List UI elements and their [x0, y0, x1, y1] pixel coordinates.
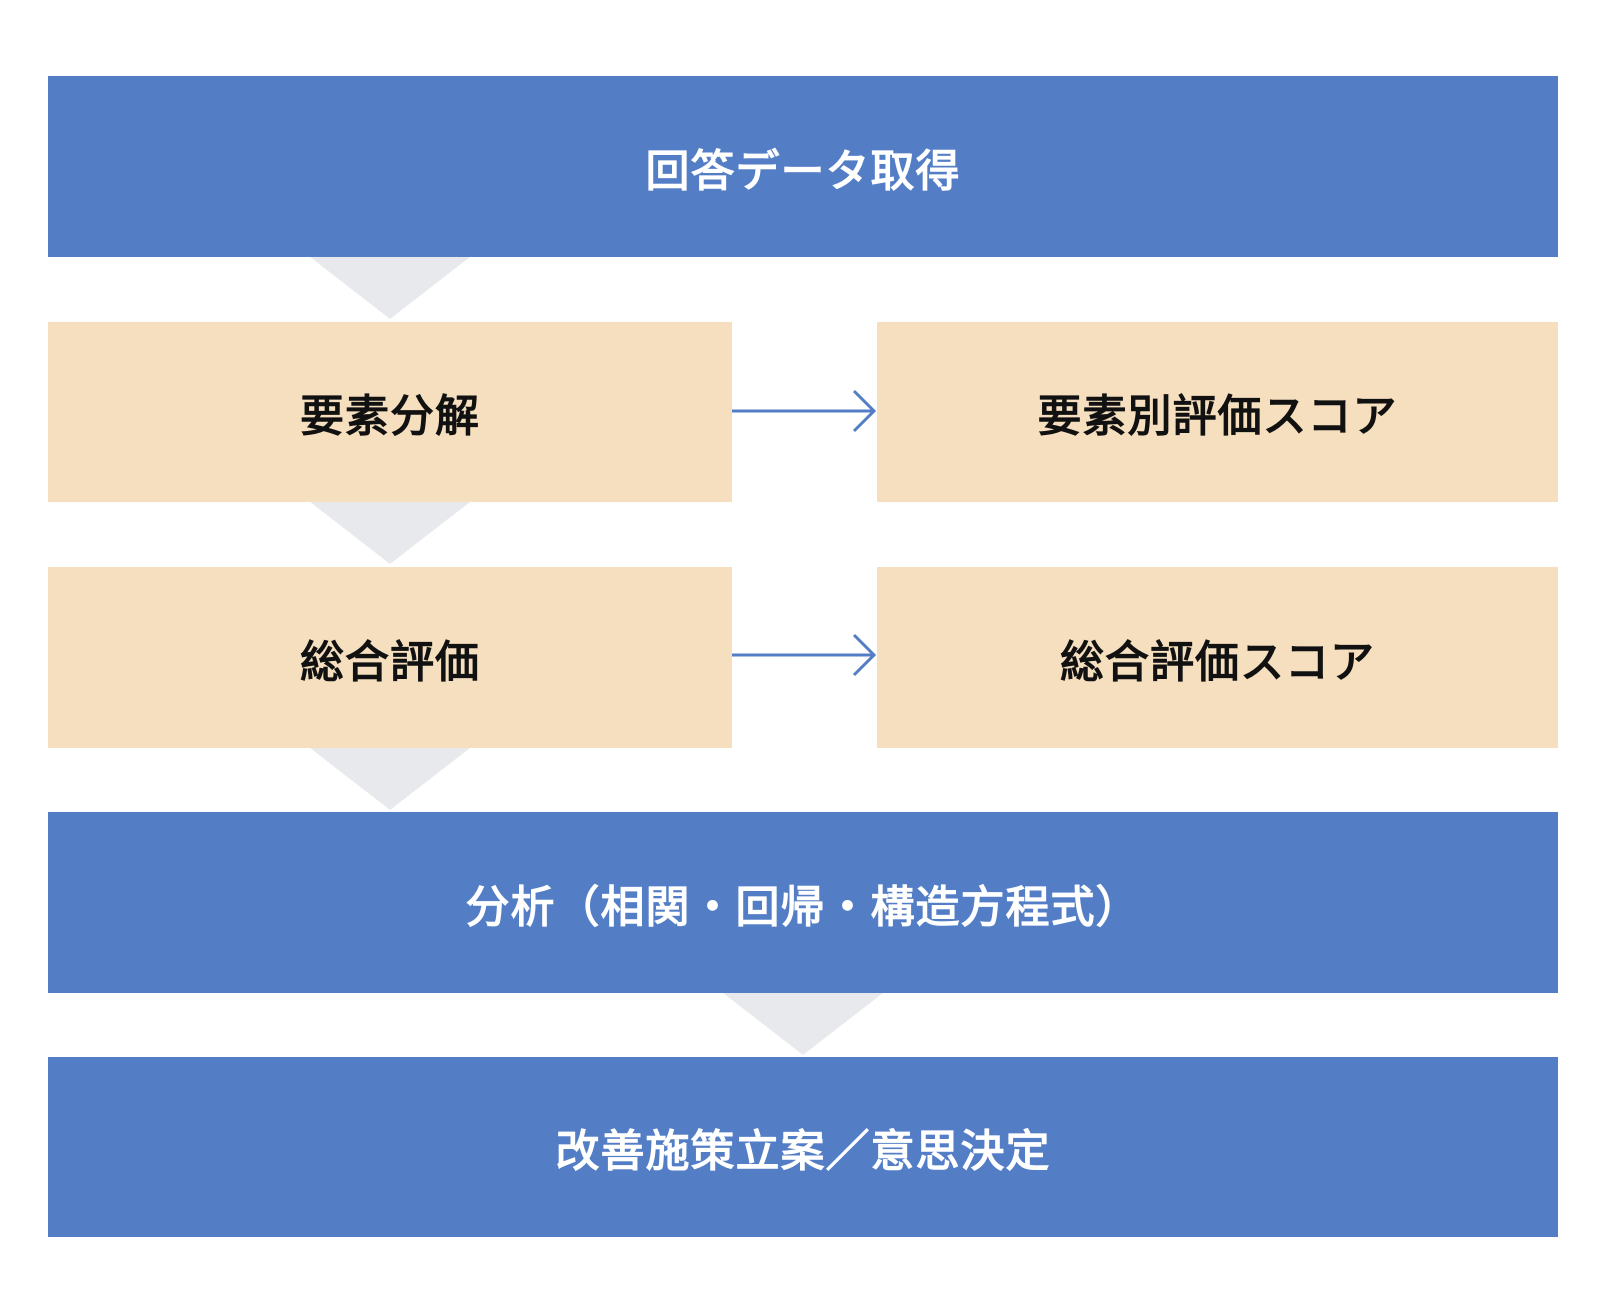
arrow-decomposition-to-scores — [732, 389, 877, 433]
node-data-acquisition-label: 回答データ取得 — [645, 145, 961, 197]
node-element-scores: 要素別評価スコア — [877, 322, 1558, 502]
flow-chevron-2 — [310, 502, 470, 564]
arrow-evaluation-to-score — [732, 633, 877, 677]
node-analysis-label: 分析（相関・回帰・構造方程式） — [465, 881, 1141, 933]
node-decision: 改善施策立案／意思決定 — [48, 1057, 1558, 1237]
flow-chevron-4 — [723, 993, 883, 1055]
node-element-scores-label: 要素別評価スコア — [1037, 391, 1398, 442]
node-data-acquisition: 回答データ取得 — [48, 76, 1558, 257]
node-overall-score: 総合評価スコア — [877, 567, 1558, 748]
node-overall-evaluation-label: 総合評価 — [300, 636, 480, 688]
node-analysis: 分析（相関・回帰・構造方程式） — [48, 812, 1558, 993]
node-overall-score-label: 総合評価スコア — [1060, 636, 1375, 688]
node-element-decomposition-label: 要素分解 — [300, 391, 480, 442]
node-decision-label: 改善施策立案／意思決定 — [555, 1126, 1051, 1177]
node-element-decomposition: 要素分解 — [48, 322, 732, 502]
flow-chevron-1 — [310, 257, 470, 319]
flow-chevron-3 — [310, 748, 470, 810]
node-overall-evaluation: 総合評価 — [48, 567, 732, 748]
